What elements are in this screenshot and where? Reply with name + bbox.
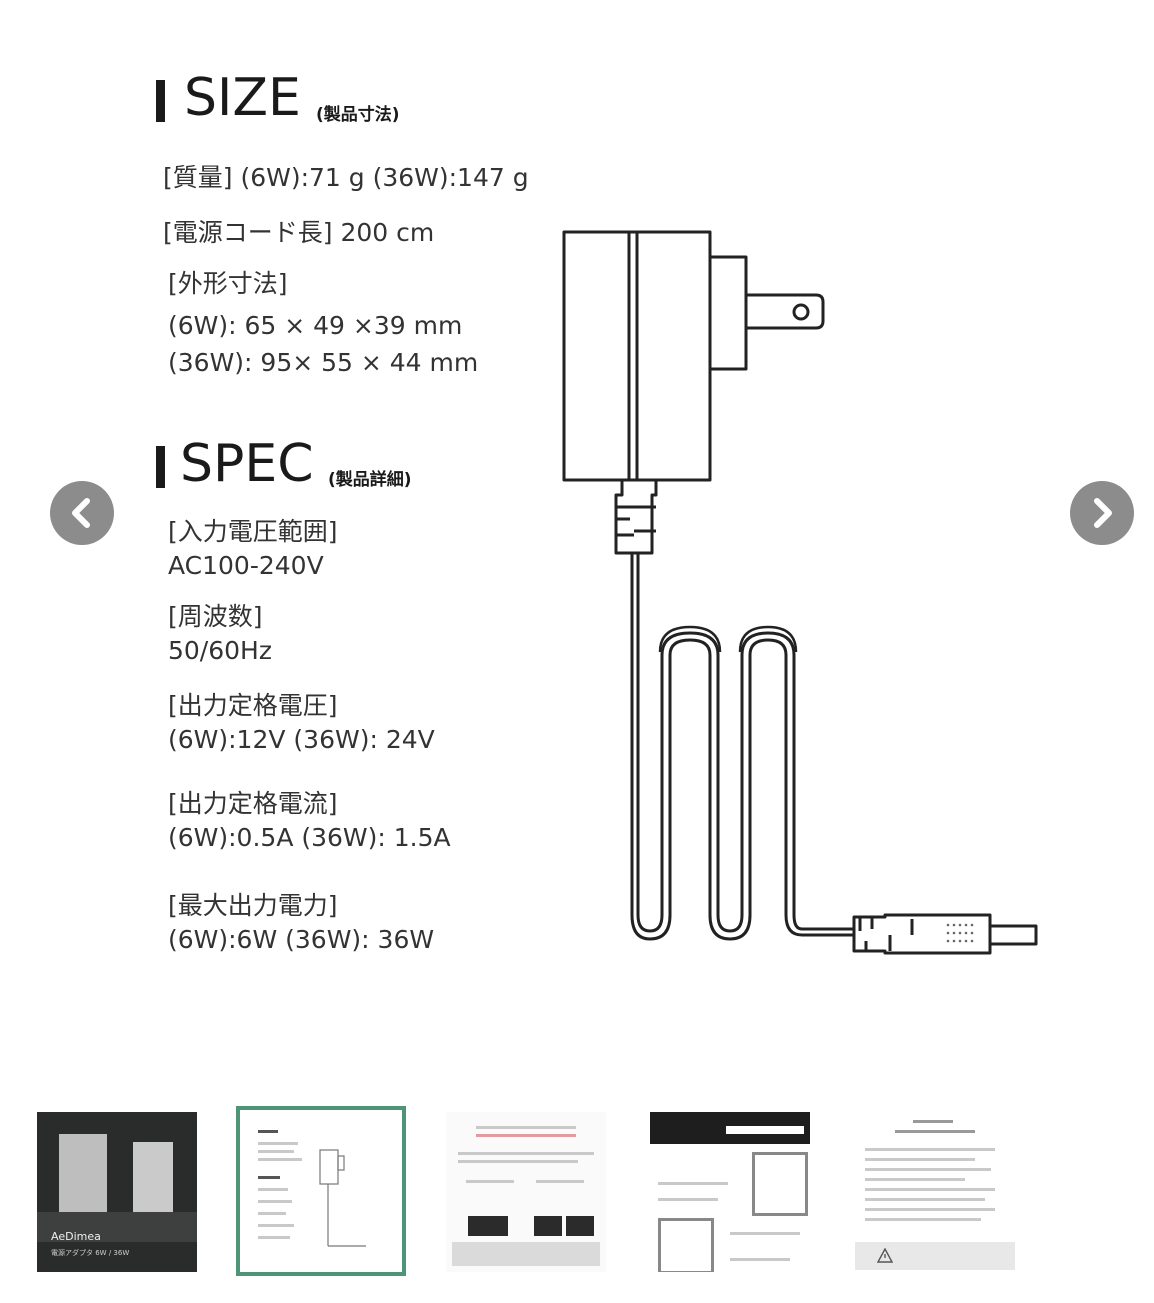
carousel-next-button[interactable] <box>1070 481 1134 545</box>
thumbnail-2-adapter-icon <box>319 1149 366 1247</box>
output-current-label: [出力定格電流] <box>168 789 338 818</box>
thumbnail-3-box-mid <box>534 1216 562 1236</box>
spec-heading-bar <box>156 446 165 488</box>
thumbnail-1-product-photo-2 <box>133 1142 173 1224</box>
output-current-value: (6W):0.5A (36W): 1.5A <box>168 823 451 852</box>
dimensions-6w: (6W): 65 × 49 ×39 mm <box>168 311 463 340</box>
max-power-value: (6W):6W (36W): 36W <box>168 925 435 954</box>
cord-length-text: [電源コード長] 200 cm <box>163 218 435 247</box>
thumbnail-4-rack-top <box>752 1152 808 1216</box>
thumbnail-5[interactable] <box>855 1112 1015 1272</box>
thumbnail-1-base <box>37 1212 197 1242</box>
spec-title: SPEC <box>180 434 314 494</box>
output-voltage-value: (6W):12V (36W): 24V <box>168 725 435 754</box>
carousel-prev-button[interactable] <box>50 481 114 545</box>
size-heading-bar <box>156 80 165 122</box>
frequency-label: [周波数] <box>168 602 263 631</box>
ac-adapter-illustration <box>562 230 1038 955</box>
input-voltage-label: [入力電圧範囲] <box>168 517 338 546</box>
dimensions-36w: (36W): 95× 55 × 44 mm <box>168 348 479 377</box>
chevron-left-icon <box>72 498 90 528</box>
mass-text: [質量] (6W):71 g (36W):147 g <box>163 163 529 192</box>
thumbnail-4[interactable] <box>650 1112 810 1272</box>
dimensions-label: [外形寸法] <box>168 269 288 298</box>
thumbnail-3[interactable] <box>446 1112 606 1272</box>
thumbnail-2[interactable] <box>236 1106 406 1276</box>
thumbnail-1-caption: 電源アダプタ 6W / 36W <box>51 1249 130 1257</box>
thumbnail-3-box-left <box>468 1216 508 1236</box>
thumbnail-1-brand: AeDimea <box>51 1230 101 1243</box>
thumbnail-1[interactable]: AeDimea 電源アダプタ 6W / 36W <box>37 1112 197 1272</box>
chevron-right-icon <box>1094 498 1112 528</box>
thumbnail-3-footer <box>452 1242 600 1266</box>
input-voltage-value: AC100-240V <box>168 551 324 580</box>
thumbnail-4-rack-bottom <box>658 1218 714 1272</box>
spec-subtitle: (製品詳細) <box>328 470 412 490</box>
size-subtitle: (製品寸法) <box>316 105 400 125</box>
max-power-label: [最大出力電力] <box>168 891 338 920</box>
thumbnail-1-product-photo <box>59 1134 107 1224</box>
output-voltage-label: [出力定格電圧] <box>168 691 338 720</box>
warning-icon <box>877 1248 893 1263</box>
size-title: SIZE <box>184 68 301 128</box>
thumbnail-3-box-right <box>566 1216 594 1236</box>
frequency-value: 50/60Hz <box>168 636 272 665</box>
